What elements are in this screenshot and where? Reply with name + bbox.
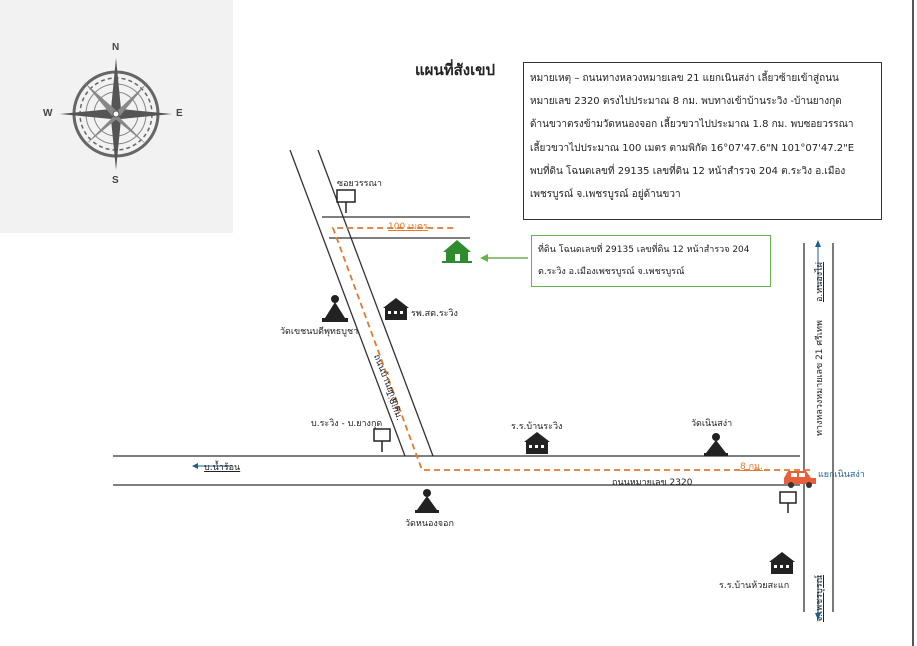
school-building-icon-rawing [524,432,550,454]
plot-pointer-arrowhead [480,254,488,262]
label-wat-left: วัดเขชนบดีพุทธบูชา [280,327,359,337]
compass-south: S [112,175,119,186]
label-hospital: รพ.สต.ระวิง [411,309,458,319]
compass-east: E [176,108,183,119]
label-to-nongphai: อ.หนองไผ่ [815,262,825,302]
plot-label-box: ที่ดิน โฉนดเลขที่ 29135 เลขที่ดิน 12 หน้… [531,235,771,287]
directions-line: เลี้ยวขวาไปประมาณ 100 เมตร ตามพิกัด 16°0… [530,142,855,154]
label-distance-8km: 8 กม. [740,462,763,472]
directions-line: พบที่ดิน โฉนดเลขที่ 29135 เลขที่ดิน 12 ห… [530,165,846,177]
label-school-huaisakae: ร.ร.บ้านห้วยสะแก [719,581,790,591]
label-highway-21: ทางหลวงหมายเลข 21 ศรีเทพ [815,320,825,436]
house-icon [442,240,472,263]
page-border [912,0,914,646]
directions-line: เพชรบูรณ์ จ.เพชรบูรณ์ อยู่ด้านขวา [530,189,681,201]
label-soi-wanna: ซอยวรรณา [337,179,382,189]
compass-rose-icon [60,58,172,170]
label-sign-rawing: บ.ระวิง - บ.ยางกุด [311,419,383,429]
hospital-building-icon [383,298,409,320]
buddha-temple-icon-noen [704,433,728,456]
sign-rawing-icon [373,428,391,452]
school-building-icon-huaisakae [769,552,795,574]
label-wat-nongchok: วัดหนองจอก [405,519,454,529]
label-to-phetchabun: จ.เพชรบูรณ์ [815,575,825,622]
directions-line: ด้านขวาตรงข้ามวัดหนองจอก เลี้ยวขวาไปประม… [530,119,854,131]
plot-label-line: ที่ดิน โฉนดเลขที่ 29135 เลขที่ดิน 12 หน้… [538,245,750,255]
directions-note-box: หมายเหตุ – ถนนทางหลวงหมายเลข 21 แยกเนินส… [523,62,882,220]
map-title: แผนที่สังเขป [415,61,495,79]
plot-label-line: ต.ระวิง อ.เมืองเพชรบูรณ์ จ.เพชรบูรณ์ [538,267,685,277]
buddha-temple-icon-left [322,295,348,322]
compass-panel: N S W E [0,0,233,233]
label-wat-noen: วัดเนินสง่า [691,419,733,429]
compass-west: W [43,108,53,119]
label-road-2320: ถนนหมายเลข 2320 [612,478,693,488]
sign-soi-wanna-icon [336,189,356,213]
car-icon [784,471,816,488]
directions-line: หมายเลข 2320 ตรงไปประมาณ 8 กม. พบทางเข้า… [530,96,842,108]
label-school-rawing: ร.ร.บ้านระวิง [511,422,563,432]
route-path [331,227,810,471]
directions-line: หมายเหตุ – ถนนทางหลวงหมายเลข 21 แยกเนินส… [530,73,839,84]
label-distance-100m: 100 เมตร [388,222,428,232]
label-to-namron: บ.น้ำร้อน [204,463,241,473]
label-junction: แยกเนินสง่า [818,470,865,480]
sign-junction-icon [779,491,797,513]
compass-north: N [112,42,120,53]
buddha-temple-icon-nongchok [415,489,439,513]
branch-road-west-edge [289,149,406,457]
